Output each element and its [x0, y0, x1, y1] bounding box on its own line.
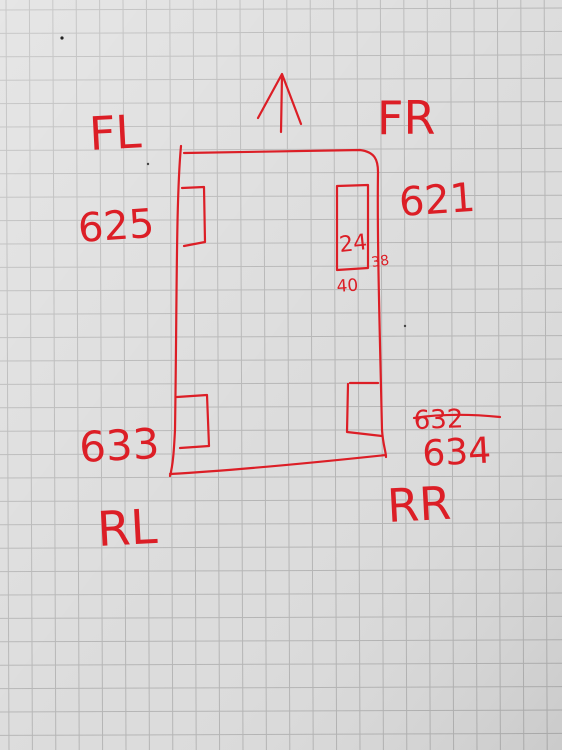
label-rear-left: RL [96, 499, 159, 558]
label-front-right: FR [377, 91, 435, 145]
weight-rear-left: 633 [78, 419, 161, 472]
car-body-outline [168, 144, 388, 478]
label-rear-right: RR [386, 476, 453, 533]
front-left-pad [180, 185, 207, 248]
strikeout-line [412, 413, 502, 420]
weight-rear-right: 634 [421, 430, 492, 475]
paper-dot [403, 324, 407, 328]
weight-rear-right-struck: 632 [413, 404, 464, 436]
rear-right-pad [345, 381, 384, 438]
paper-dot [60, 36, 64, 40]
forward-arrow [256, 72, 303, 134]
pad-dimension-bottom: 40 [336, 276, 359, 297]
weight-front-right: 621 [397, 175, 476, 226]
pad-dimension-inner: 24 [338, 230, 368, 258]
weight-front-left: 625 [76, 201, 155, 252]
pad-dimension-side: 38 [370, 253, 390, 271]
rear-left-pad [175, 393, 211, 450]
front-right-pad [335, 183, 370, 272]
paper-dot [146, 162, 150, 166]
label-front-left: FL [88, 104, 143, 161]
